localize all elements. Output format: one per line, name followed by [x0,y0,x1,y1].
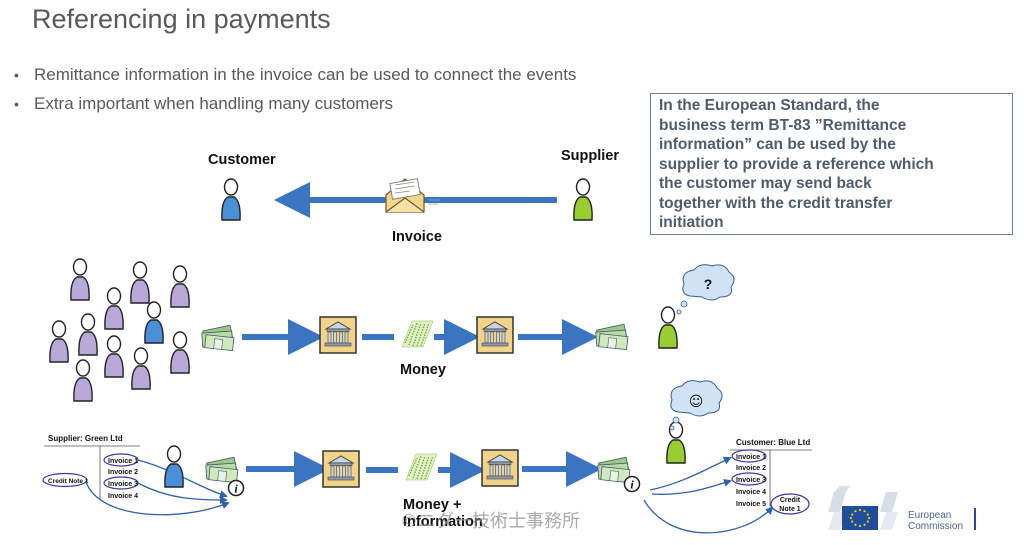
callout-line: information” can be used by the [659,136,896,153]
bank-icon [319,316,357,354]
reference-link-arrow [137,459,228,499]
logo-text-line1: European [908,510,951,521]
data-transfer-icon [405,453,438,481]
customer-invoice-item: Invoice 1 [736,454,766,461]
copyright-watermark: ©ニダー技術士事務所 [400,511,580,532]
logo-text-line2: Commission [908,521,963,532]
bank-icon [322,450,360,488]
crowd-person-icon [170,331,190,374]
customer-invoice-doc: Customer: Blue Ltd Invoice 1 Invoice 2 I… [730,438,812,515]
callout-line: initiation [659,214,724,231]
crowd-person-icon [104,287,124,330]
european-commission-logo: European Commission [828,486,976,532]
smiley-thought-icon: ☺ [669,380,723,431]
bullet-item: •Remittance information in the invoice c… [14,65,577,84]
reference-link-arrow [649,456,732,491]
reference-link-arrow [651,479,732,495]
customer-invoice-item: Invoice 5 [736,501,766,508]
customer-label: Customer [208,152,276,168]
crowd-person-icon [73,359,93,402]
customer-crowd [49,258,190,402]
invoice-envelope-icon [385,178,440,213]
reference-link-arrow [137,482,228,504]
money-info-label-line1: Money + [403,497,461,513]
cash-stack-icon [201,324,235,352]
supplier-person-icon [658,306,678,349]
bt83-callout: In the European Standard, the business t… [650,93,1013,235]
customer-person-icon [164,445,184,488]
crowd-blue-person-icon [144,301,164,344]
cash-stack-icon [595,323,629,351]
supplier-invoice-doc: Supplier: Green Ltd Invoice 1 Invoice 2 … [42,434,140,500]
crowd-person-icon [131,347,151,390]
bullet-dot-icon: • [14,96,19,112]
crowd-person-icon [170,265,190,308]
bank-icon [481,449,519,487]
customer-invoice-item: Invoice 4 [736,489,766,496]
reference-link-arrow [643,499,774,534]
bullet-list: •Remittance information in the invoice c… [14,64,576,122]
reference-link-arrow [85,481,230,516]
callout-line: the customer may send back [659,175,872,192]
crowd-person-icon [104,335,124,378]
supplier-label: Supplier [561,148,619,164]
bank-icon [476,316,514,354]
customer-doc-header: Customer: Blue Ltd [736,438,810,447]
invoice-label: Invoice [392,229,442,245]
cash-stack-icon [597,456,631,484]
question-thought-icon: ? [676,264,735,315]
callout-line: In the European Standard, the [659,97,880,114]
customer-credit-note: Note 1 [779,506,801,513]
crowd-person-icon [130,261,150,304]
crowd-person-icon [49,320,69,363]
crowd-person-icon [78,313,98,356]
customer-credit-note: Credit [780,497,801,504]
svg-text:?: ? [704,276,713,292]
data-transfer-icon [401,320,434,348]
customer-invoice-item: Invoice 3 [736,477,766,484]
customer-person-icon [221,178,241,221]
customer-invoice-item: Invoice 2 [736,465,766,472]
supplier-invoice-item: Invoice 3 [108,481,138,488]
callout-line: supplier to provide a reference which [659,155,934,173]
bullet-dot-icon: • [14,67,19,83]
info-badge-icon [227,479,245,497]
svg-text:☺: ☺ [689,394,704,410]
supplier-invoice-item: Invoice 4 [108,493,138,500]
info-badge-icon [623,475,641,493]
cash-stack-icon [205,456,239,484]
callout-line: together with the credit transfer [659,194,893,212]
supplier-credit-note: Credit Note 1 [48,478,89,485]
supplier-doc-header: Supplier: Green Ltd [48,434,123,443]
money-label: Money [400,362,446,378]
callout-line: business term BT-83 ”Remittance [659,116,907,134]
supplier-invoice-item: Invoice 1 [108,458,138,465]
money-info-label-line2: Information [403,514,483,530]
bullet-item: •Extra important when handling many cust… [14,94,394,113]
page-title: Referencing in payments [32,4,331,34]
supplier-invoice-item: Invoice 2 [108,469,138,476]
crowd-person-icon [70,258,90,301]
supplier-person-icon [573,178,593,221]
